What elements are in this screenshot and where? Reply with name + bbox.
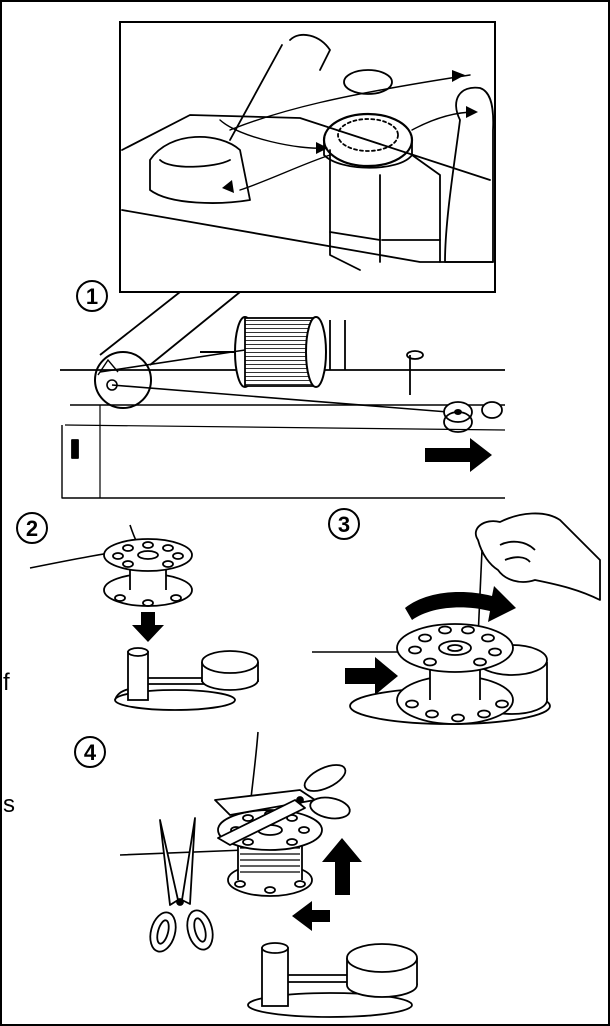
- step-4-badge: 4: [74, 736, 106, 768]
- margin-text-fragment: f: [3, 669, 10, 696]
- step-3-number: 3: [338, 512, 350, 537]
- bobbin-icon: [217, 809, 323, 897]
- step-3-group: 3: [312, 508, 601, 725]
- spindle-icon: [114, 647, 259, 711]
- hand-icon: [444, 86, 495, 263]
- bobbin-icon: [103, 538, 193, 607]
- arrow-icon: [345, 657, 398, 695]
- spindle-icon: [247, 942, 418, 1018]
- step-2-group: 2: [3, 512, 259, 711]
- step-4-group: 4 s: [3, 731, 418, 1018]
- inset-frame: [119, 21, 496, 293]
- step-4-number: 4: [84, 740, 97, 765]
- inset-drawing: [121, 33, 495, 271]
- arrow-icon: [322, 838, 362, 895]
- step-1-badge: 1: [76, 280, 108, 312]
- bobbin-icon: [443, 401, 503, 433]
- machine-top: [60, 320, 506, 499]
- arrow-icon: [132, 612, 164, 642]
- arrow-icon: [292, 901, 330, 931]
- scissors-icon: [149, 817, 214, 953]
- spool-icon: [200, 316, 327, 388]
- arrow-icon: [405, 586, 516, 622]
- step-2-number: 2: [26, 516, 38, 541]
- bobbin-icon: [396, 623, 514, 725]
- step-2-badge: 2: [16, 512, 48, 544]
- step-1-number: 1: [86, 284, 98, 309]
- callout-line-left: [99, 291, 181, 356]
- scissors-icon: [214, 764, 351, 846]
- tension-disc-icon: [343, 69, 393, 95]
- thread-line: [99, 349, 449, 413]
- step-3-badge: 3: [328, 508, 360, 540]
- arrow-icon: [425, 438, 492, 472]
- step-1-group: 1: [60, 21, 506, 499]
- hand-icon: [475, 512, 601, 601]
- callout-line-right: [149, 291, 241, 366]
- thread-guide-icon: [94, 351, 152, 409]
- margin-text-fragment: s: [3, 791, 15, 818]
